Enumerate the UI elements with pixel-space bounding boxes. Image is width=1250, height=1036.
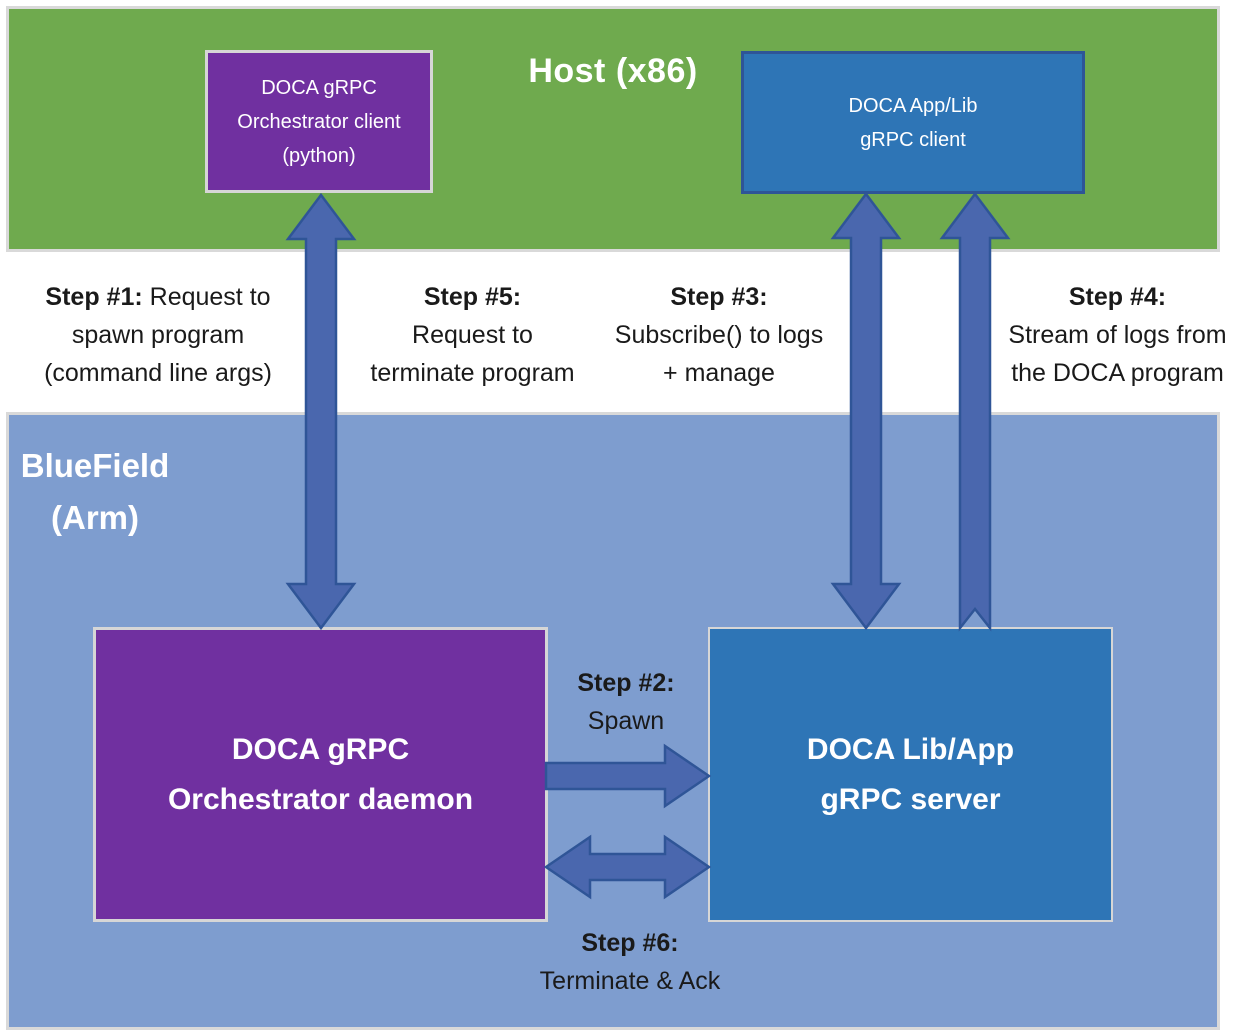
orchestrator-client-line3: (python) <box>282 144 356 167</box>
grpc-server-line1: DOCA Lib/App <box>806 732 1015 766</box>
step3-line3: + manage <box>663 359 775 387</box>
step1-line2: spawn program <box>71 321 245 349</box>
bluefield-title-line1: BlueField <box>20 447 170 484</box>
bluefield-title-line2: (Arm) <box>51 499 139 536</box>
host-band-title: Host (x86) <box>528 52 698 90</box>
orchestrator-client-line1: DOCA gRPC <box>261 76 377 99</box>
step1-label: Step #1: Request to spawn program (comma… <box>8 278 308 392</box>
orchestrator-daemon-box: DOCA gRPC Orchestrator daemon <box>93 627 548 922</box>
step4-line2: Stream of logs from <box>1008 321 1227 349</box>
grpc-server-line2: gRPC server <box>820 782 1001 816</box>
step6-line2: Terminate & Ack <box>539 967 721 995</box>
grpc-client-line2: gRPC client <box>860 128 966 151</box>
step5-prefix: Step #5: <box>423 283 522 311</box>
step6-prefix: Step #6: <box>581 929 679 957</box>
step4-label: Step #4: Stream of logs from the DOCA pr… <box>985 278 1250 392</box>
bluefield-band-title: BlueField (Arm) <box>20 440 170 544</box>
step1-prefix: Step #1: <box>45 283 143 311</box>
step3-prefix: Step #3: <box>670 283 768 311</box>
grpc-client-line1: DOCA App/Lib <box>848 94 978 117</box>
step4-line3: the DOCA program <box>1011 359 1224 387</box>
grpc-client-box: DOCA App/Lib gRPC client <box>741 51 1085 194</box>
orchestrator-client-line2: Orchestrator client <box>237 110 401 133</box>
step1-line3: (command line args) <box>44 359 272 387</box>
step1-line1: Step #1: Request to <box>8 278 308 316</box>
step3-line2: Subscribe() to logs <box>614 321 824 349</box>
step2-label: Step #2: Spawn <box>520 664 732 740</box>
step5-line3: terminate program <box>370 359 575 387</box>
step2-prefix: Step #2: <box>577 669 675 697</box>
orchestrator-daemon-line2: Orchestrator daemon <box>167 782 474 816</box>
step1-rest: Request to <box>149 283 271 311</box>
step4-prefix: Step #4: <box>1068 283 1167 311</box>
grpc-server-box: DOCA Lib/App gRPC server <box>708 627 1113 922</box>
step5-line2: Request to <box>412 321 533 349</box>
orchestrator-daemon-line1: DOCA gRPC <box>231 732 410 766</box>
step6-label: Step #6: Terminate & Ack <box>470 924 790 1000</box>
step3-label: Step #3: Subscribe() to logs + manage <box>588 278 850 392</box>
orchestrator-client-box: DOCA gRPC Orchestrator client (python) <box>205 50 433 193</box>
step2-line2: Spawn <box>587 707 665 735</box>
step5-label: Step #5: Request to terminate program <box>340 278 605 392</box>
